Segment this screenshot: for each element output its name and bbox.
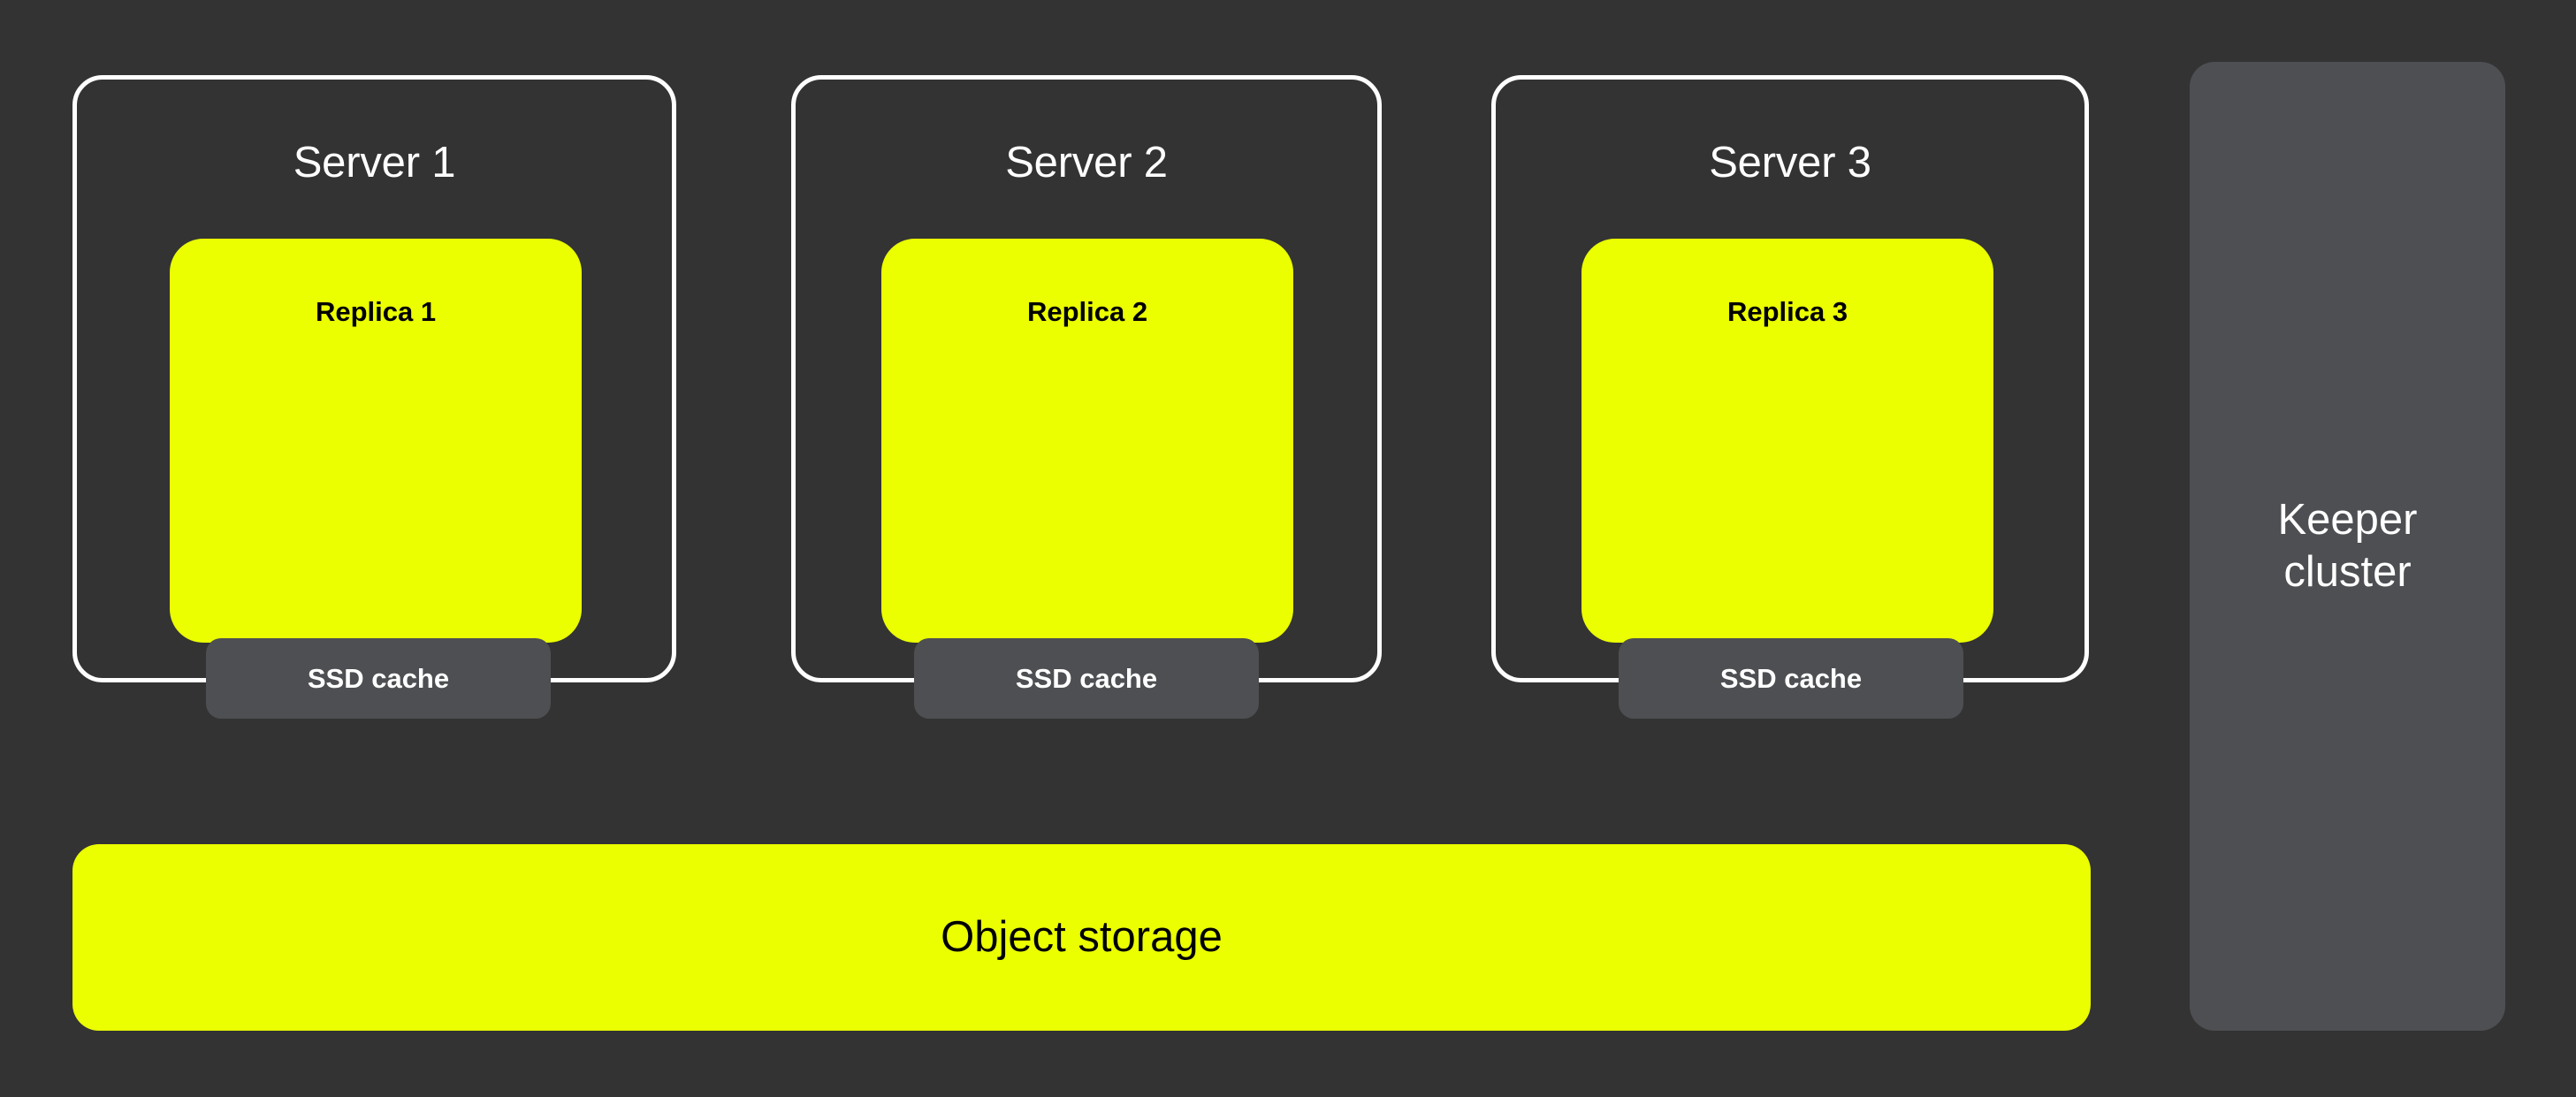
ssd-cache-label-1: SSD cache [307, 663, 450, 694]
ssd-cache-label-3: SSD cache [1719, 663, 1863, 694]
replica-label-1: Replica 1 [315, 296, 437, 327]
server-title-1: Server 1 [293, 139, 456, 187]
ssd-cache-label-2: SSD cache [1015, 663, 1158, 694]
ssd-cache-block-2: SSD cache [914, 638, 1259, 719]
ssd-cache-block-3: SSD cache [1619, 638, 1963, 719]
object-storage-block: Object storage [72, 844, 2091, 1031]
keeper-cluster-block: Keeper cluster [2190, 62, 2505, 1031]
replica-label-2: Replica 2 [1026, 296, 1148, 327]
replica-block-2 [881, 239, 1293, 643]
ssd-cache-block-1: SSD cache [206, 638, 551, 719]
server-title-3: Server 3 [1709, 139, 1871, 187]
object-storage-label: Object storage [941, 913, 1223, 961]
keeper-cluster-label: Keeper cluster [2277, 496, 2418, 596]
server-title-2: Server 2 [1005, 139, 1168, 187]
replica-block-1 [170, 239, 582, 643]
replica-block-3 [1581, 239, 1993, 643]
replica-label-3: Replica 3 [1726, 296, 1848, 327]
